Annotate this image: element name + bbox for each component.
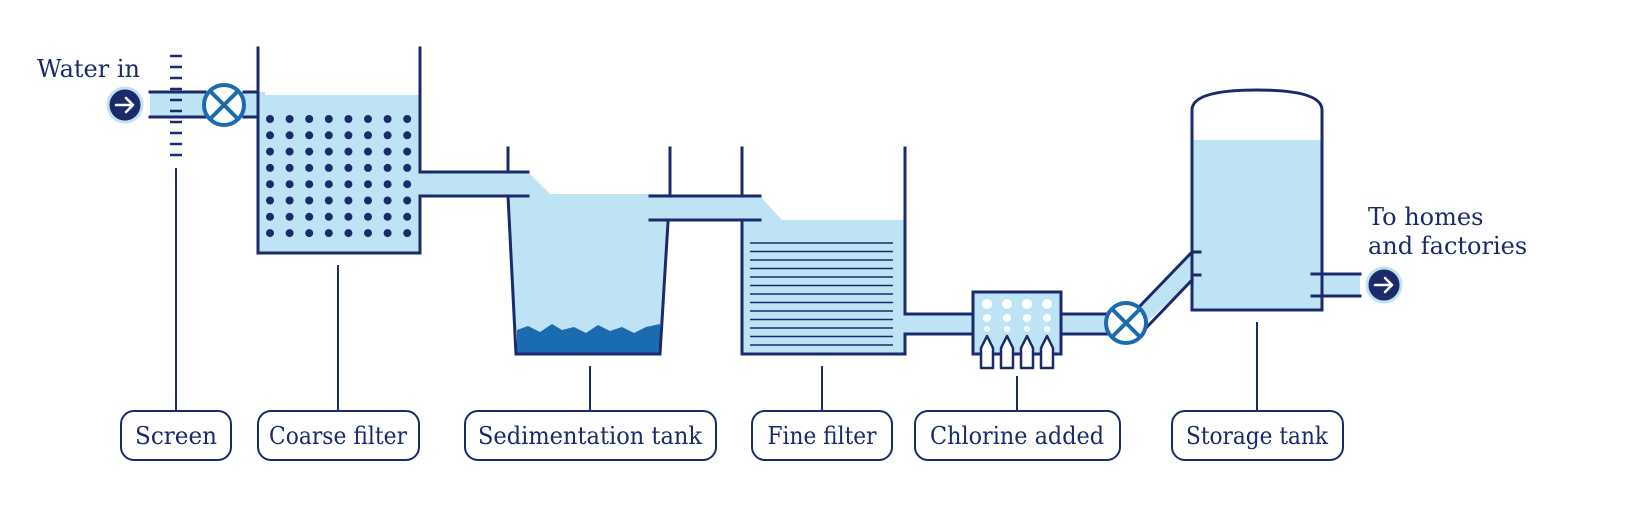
gravel-dot [305,229,314,238]
gravel-dot [285,163,294,172]
screen-mesh [170,54,182,157]
gravel-dot [344,180,353,189]
gravel-dot [403,180,412,189]
gravel-dot [364,196,372,205]
stage-label-text: Storage tank [1186,422,1328,450]
gravel-dot [305,131,314,140]
gravel-dot [364,115,372,123]
gravel-dot [285,212,294,221]
gravel-dot [305,115,314,123]
gravel-dot [324,229,333,238]
arrow-right-circle-icon [1365,266,1403,304]
coarse-filter-gravel [266,115,412,238]
stage-label-text: Fine filter [768,422,877,450]
gravel-dot [324,115,333,123]
gravel-dot [344,229,353,238]
gravel-dot [364,163,372,172]
sediment-layer [517,324,660,353]
gravel-dot [364,131,372,140]
gravel-dot [285,147,294,156]
stage-label-text: Coarse filter [269,422,407,450]
chlorine-dispensers [979,334,1055,370]
gravel-dot [266,212,274,221]
gravel-dot [344,163,353,172]
gravel-dot [403,147,412,156]
stage-label-sedimentation-tank: Sedimentation tank [464,410,717,461]
gravel-dot [266,147,274,156]
gravel-dot [285,115,294,123]
gravel-dot [403,196,412,205]
gravel-dot [266,180,274,189]
arrow-right-circle-icon [106,86,144,124]
outlet-label-line2: and factories [1368,232,1527,260]
gravel-dot [285,196,294,205]
gravel-dot [344,196,353,205]
gravel-dot [403,163,412,172]
gravel-dot [324,180,333,189]
gravel-dot [266,131,274,140]
stage-label-storage-tank: Storage tank [1171,410,1344,461]
gravel-dot [344,131,353,140]
gravel-dot [383,115,392,123]
gravel-dot [324,196,333,205]
gravel-dot [344,147,353,156]
valve-icon [1104,301,1148,345]
gravel-dot [266,196,274,205]
stage-label-text: Sedimentation tank [478,422,702,450]
stage-label-chlorine-added: Chlorine added [914,410,1121,461]
gravel-dot [324,147,333,156]
stage-label-text: Chlorine added [930,422,1104,450]
inlet-label: Water in [37,55,140,83]
gravel-dot [364,212,372,221]
gravel-dot [305,212,314,221]
gravel-dot [383,147,392,156]
gravel-dot [383,163,392,172]
gravel-dot [266,163,274,172]
stage-label-text: Screen [135,422,217,450]
stage-label-fine-filter: Fine filter [751,410,893,461]
gravel-dot [344,115,353,123]
gravel-dot [324,212,333,221]
gravel-dot [403,229,412,238]
gravel-dot [403,131,412,140]
gravel-dot [305,180,314,189]
outlines [148,46,1362,356]
gravel-dot [383,131,392,140]
gravel-dot [285,229,294,238]
gravel-dot [285,131,294,140]
gravel-dot [403,212,412,221]
stage-label-screen: Screen [120,410,232,461]
gravel-dot [324,131,333,140]
gravel-dot [364,229,372,238]
gravel-dot [364,147,372,156]
leader-lines [175,168,1258,410]
water-fills [150,92,1360,354]
gravel-dot [266,229,274,238]
outlet-label-line1: To homes [1368,203,1483,231]
gravel-dot [305,147,314,156]
gravel-dot [403,115,412,123]
gravel-dot [285,180,294,189]
valve-icon [202,83,246,127]
gravel-dot [383,229,392,238]
gravel-dot [383,196,392,205]
fine-filter-layers [750,242,893,346]
gravel-dot [383,180,392,189]
chlorine-bubbles [982,299,1052,332]
gravel-dot [305,196,314,205]
gravel-dot [383,212,392,221]
gravel-dot [305,163,314,172]
stage-label-coarse-filter: Coarse filter [257,410,420,461]
gravel-dot [266,115,274,123]
gravel-dot [344,212,353,221]
gravel-dot [364,180,372,189]
gravel-dot [324,163,333,172]
